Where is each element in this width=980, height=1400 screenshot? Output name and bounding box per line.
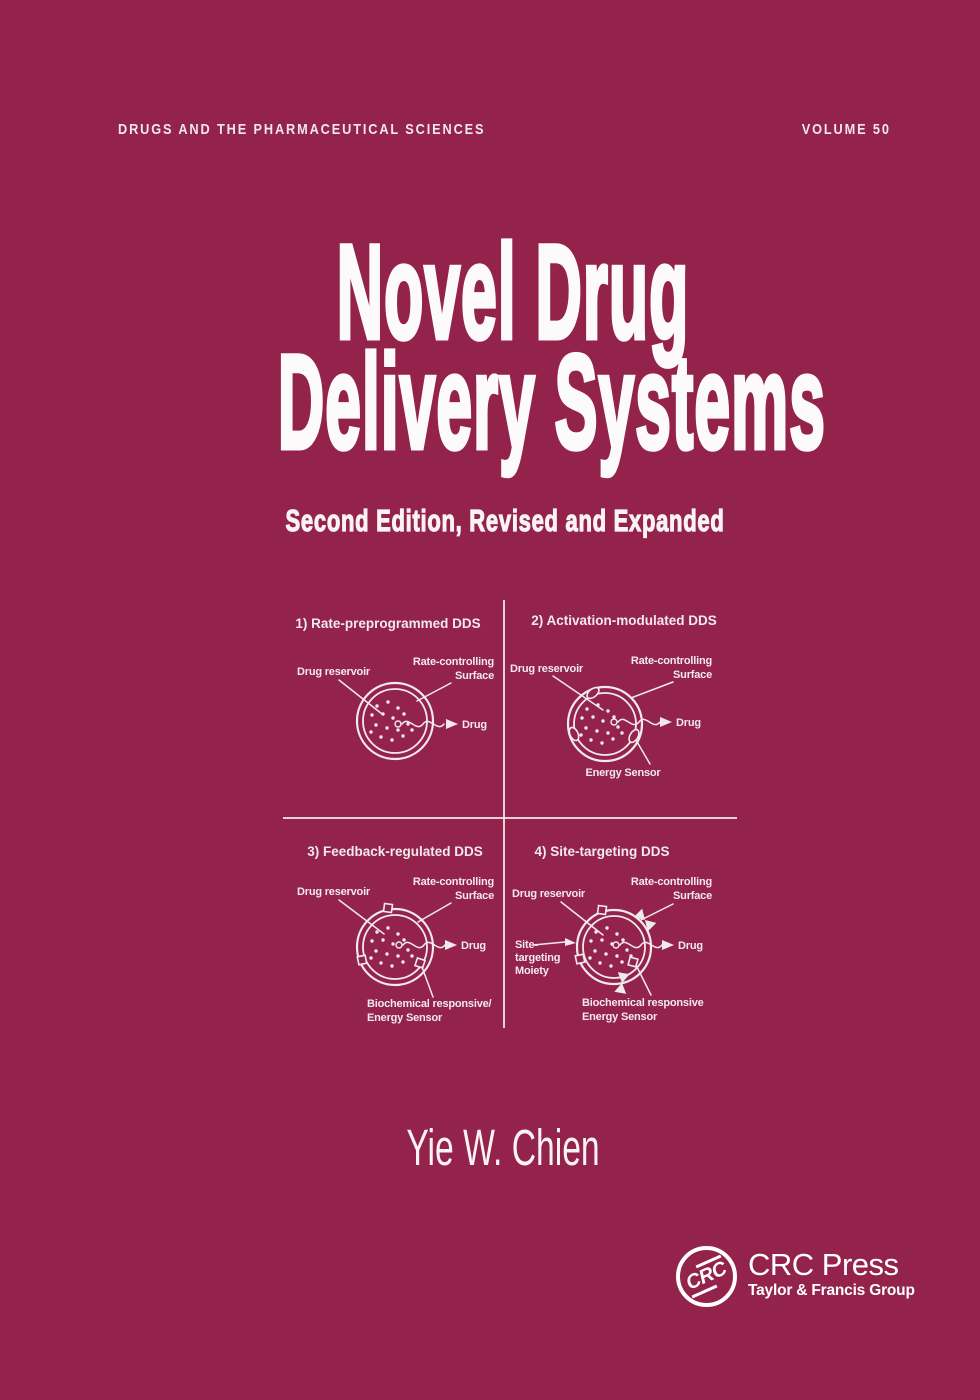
leader-line	[640, 903, 674, 921]
energy-sensor-bump	[628, 728, 640, 744]
biochemical-sensor-label: Energy Sensor	[582, 1011, 658, 1023]
biochemical-sensor-label: Biochemical responsive	[582, 997, 704, 1009]
book-title-line2: Delivery Systems	[277, 328, 827, 477]
leader-line	[338, 899, 385, 935]
energy-sensor-label: Energy Sensor	[585, 767, 661, 779]
targeting-flag	[614, 972, 630, 994]
dds-capsule-outer-ring	[355, 681, 435, 761]
rate-controlling-surface-label: Rate-controlling	[413, 656, 494, 668]
rate-controlling-surface-label: Surface	[455, 670, 494, 682]
biochemical-sensor-label: Energy Sensor	[367, 1012, 443, 1024]
dds-capsule-inner-ring	[573, 692, 637, 756]
dds-quadrant-1: 1) Rate-preprogrammed DDS Drug reservoir…	[295, 616, 494, 761]
site-targeting-moiety-label: targeting	[515, 952, 560, 964]
drug-release-wave	[401, 720, 445, 728]
biochemical-sensor-bump	[356, 954, 368, 966]
dds-capsule-inner-ring	[362, 688, 428, 754]
publisher-text-block: CRC Press Taylor & Francis Group	[748, 1246, 915, 1300]
biochemical-sensor-label: Biochemical responsive/	[367, 998, 492, 1010]
site-targeting-moiety-label: Site-	[515, 939, 538, 951]
energy-sensor-bump	[568, 726, 580, 742]
dds-capsule-outer-ring	[566, 685, 644, 763]
volume-label: VOLUME 50	[801, 121, 891, 138]
site-targeting-arrow	[532, 941, 566, 946]
publisher-name: CRC Press	[748, 1247, 899, 1282]
leader-line	[635, 739, 651, 765]
series-title: DRUGS AND THE PHARMACEUTICAL SCIENCES	[118, 121, 486, 138]
drug-label: Drug	[461, 940, 486, 952]
dds-diagram: 1) Rate-preprogrammed DDS Drug reservoir…	[283, 597, 737, 1031]
quadrant-title: 2) Activation-modulated DDS	[531, 613, 717, 628]
energy-sensor-bump	[586, 686, 600, 700]
drug-label: Drug	[678, 940, 703, 952]
leader-line	[560, 901, 604, 936]
drug-release-arrowhead	[662, 940, 674, 950]
divider-horizontal	[283, 817, 737, 819]
rate-controlling-surface-label: Rate-controlling	[413, 876, 494, 888]
biochemical-sensor-bump	[574, 953, 586, 965]
crc-logo-text: CRC	[682, 1257, 730, 1295]
drug-reservoir-label: Drug reservoir	[297, 886, 371, 898]
drug-release-wave	[617, 718, 661, 726]
dds-quadrant-4: 4) Site-targeting DDS Drug reservoir Rat…	[512, 844, 712, 1023]
drug-label: Drug	[676, 717, 701, 729]
crc-logo-circle: CRC	[676, 1246, 737, 1307]
dds-capsule-outer-ring	[355, 907, 435, 987]
drug-release-wave	[402, 941, 446, 949]
drug-release-curl	[610, 718, 618, 726]
site-targeting-arrowhead	[565, 938, 576, 946]
rate-controlling-surface-label: Rate-controlling	[631, 876, 712, 888]
quadrant-title: 4) Site-targeting DDS	[534, 844, 669, 859]
drug-release-curl	[612, 941, 620, 949]
drug-release-curl	[394, 720, 402, 728]
dds-quadrant-2: 2) Activation-modulated DDS Drug reservo…	[510, 613, 717, 779]
drug-release-arrowhead	[660, 717, 672, 727]
dds-quadrant-3: 3) Feedback-regulated DDS Drug reservoir…	[297, 844, 494, 1024]
leader-line	[552, 675, 604, 711]
drug-release-arrowhead	[445, 940, 457, 950]
drug-reservoir-label: Drug reservoir	[512, 888, 586, 900]
publisher-group: Taylor & Francis Group	[748, 1282, 915, 1299]
biochemical-sensor-bump	[382, 902, 394, 914]
divider-vertical	[503, 600, 505, 1028]
drug-particles	[588, 926, 633, 968]
drug-reservoir-label: Drug reservoir	[510, 663, 584, 675]
leader-line	[421, 966, 434, 998]
leader-line	[417, 902, 452, 923]
rate-controlling-surface-label: Surface	[455, 890, 494, 902]
biochemical-sensor-bump	[413, 956, 427, 970]
drug-release-curl	[395, 941, 403, 949]
site-targeting-moiety-label: Moiety	[515, 965, 550, 977]
drug-particles	[369, 700, 414, 742]
quadrant-title: 3) Feedback-regulated DDS	[307, 844, 483, 859]
book-subtitle: Second Edition, Revised and Expanded	[285, 503, 725, 538]
rate-controlling-surface-label: Surface	[673, 890, 712, 902]
drug-label: Drug	[462, 719, 487, 731]
quadrant-title: 1) Rate-preprogrammed DDS	[295, 616, 480, 631]
dds-capsule-inner-ring	[362, 914, 428, 980]
drug-release-arrowhead	[446, 719, 458, 729]
drug-particles	[579, 703, 624, 745]
leader-line	[416, 682, 452, 702]
book-title: Novel Drug Delivery Systems	[277, 218, 827, 477]
book-title-line1: Novel Drug	[335, 218, 690, 367]
drug-release-wave	[619, 941, 663, 949]
rate-controlling-surface-label: Rate-controlling	[631, 655, 712, 667]
dds-capsule-inner-ring	[582, 915, 646, 979]
rate-controlling-surface-label: Surface	[673, 669, 712, 681]
dds-capsule-outer-ring	[575, 908, 653, 986]
drug-particles	[369, 926, 414, 968]
leader-line	[630, 681, 674, 699]
leader-line	[338, 679, 383, 715]
targeting-flag	[633, 908, 657, 932]
biochemical-sensor-bump	[627, 956, 639, 968]
drug-reservoir-label: Drug reservoir	[297, 666, 371, 678]
author-name: Yie W. Chien	[406, 1119, 600, 1176]
biochemical-sensor-bump	[596, 904, 608, 916]
publisher-logo: CRC CRC Press Taylor & Francis Group	[676, 1246, 915, 1307]
leader-line	[635, 964, 652, 996]
